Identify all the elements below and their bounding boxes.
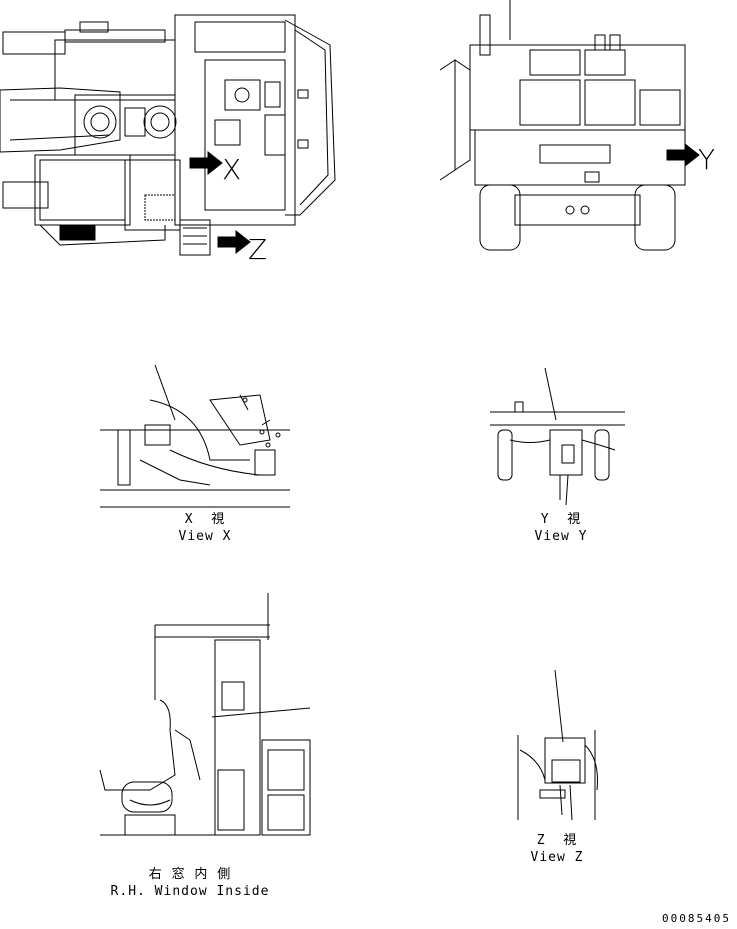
- machine-top-view: [0, 14, 336, 256]
- window-inside-detail: [99, 593, 311, 836]
- view-y-detail: [490, 367, 625, 506]
- view-y-caption-jp: Y 視: [540, 512, 582, 527]
- view-z-caption-jp: Z 視: [536, 833, 578, 848]
- view-y-marker: Y: [698, 143, 716, 176]
- window-caption-en: R.H. Window Inside: [110, 884, 270, 899]
- view-x-caption-en: View X: [178, 529, 232, 544]
- view-z-caption-en: View Z: [530, 850, 584, 865]
- view-x-caption-jp: X 視: [184, 512, 226, 527]
- view-z-marker: Z: [248, 233, 268, 266]
- view-x-marker: X: [222, 153, 242, 186]
- machine-rear-view: [439, 0, 700, 251]
- view-z-detail: [517, 669, 598, 821]
- part-number: 00085405: [662, 912, 731, 925]
- view-y-caption-en: View Y: [534, 529, 588, 544]
- window-caption-jp: 右 窓 内 側: [148, 867, 232, 882]
- view-x-detail: [100, 364, 290, 508]
